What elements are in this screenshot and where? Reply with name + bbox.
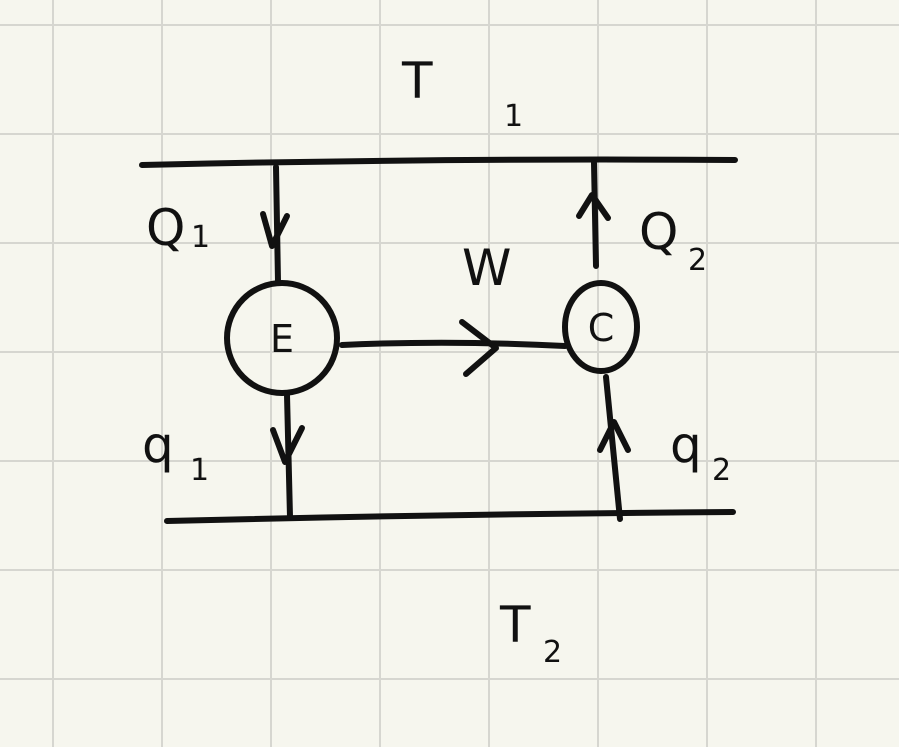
engine-label: E (270, 317, 294, 361)
engine-heat-out-subscript: 1 (190, 453, 209, 488)
engine-heat-out-symbol: q (142, 416, 174, 474)
engine-heat-in-line (273, 164, 281, 285)
engine-heat-in-symbol: Q (146, 199, 185, 257)
engine-circle (224, 280, 340, 396)
refrigerator-heat-in-line (603, 374, 623, 522)
engine-heat-in-subscript: 1 (191, 220, 210, 255)
hot-reservoir-subscript: 1 (504, 99, 523, 134)
refrigerator-heat-in-arrow (597, 419, 631, 453)
refrigerator-heat-out-subscript: 2 (688, 243, 707, 278)
refrigerator-heat-in-symbol: q (670, 416, 702, 474)
refrigerator-heat-out-symbol: Q (639, 203, 678, 261)
refrigerator-heat-out-line (591, 160, 599, 269)
hot-reservoir-symbol: T (401, 52, 433, 110)
work-line (339, 339, 568, 349)
cold-reservoir-subscript: 2 (543, 635, 562, 670)
refrigerator-heat-out-arrow (576, 192, 611, 221)
work-symbol: W (462, 239, 511, 297)
refrigerator-label: C (588, 306, 615, 350)
work-arrow (459, 319, 499, 377)
cold-reservoir-symbol: T (499, 596, 531, 654)
engine-heat-out-arrow (270, 425, 305, 465)
cold-reservoir-line (164, 509, 736, 524)
hot-reservoir-line (139, 156, 738, 168)
engine-heat-in-arrow (260, 211, 290, 249)
refrigerator-circle (562, 280, 640, 374)
refrigerator-heat-in-subscript: 2 (712, 453, 731, 488)
